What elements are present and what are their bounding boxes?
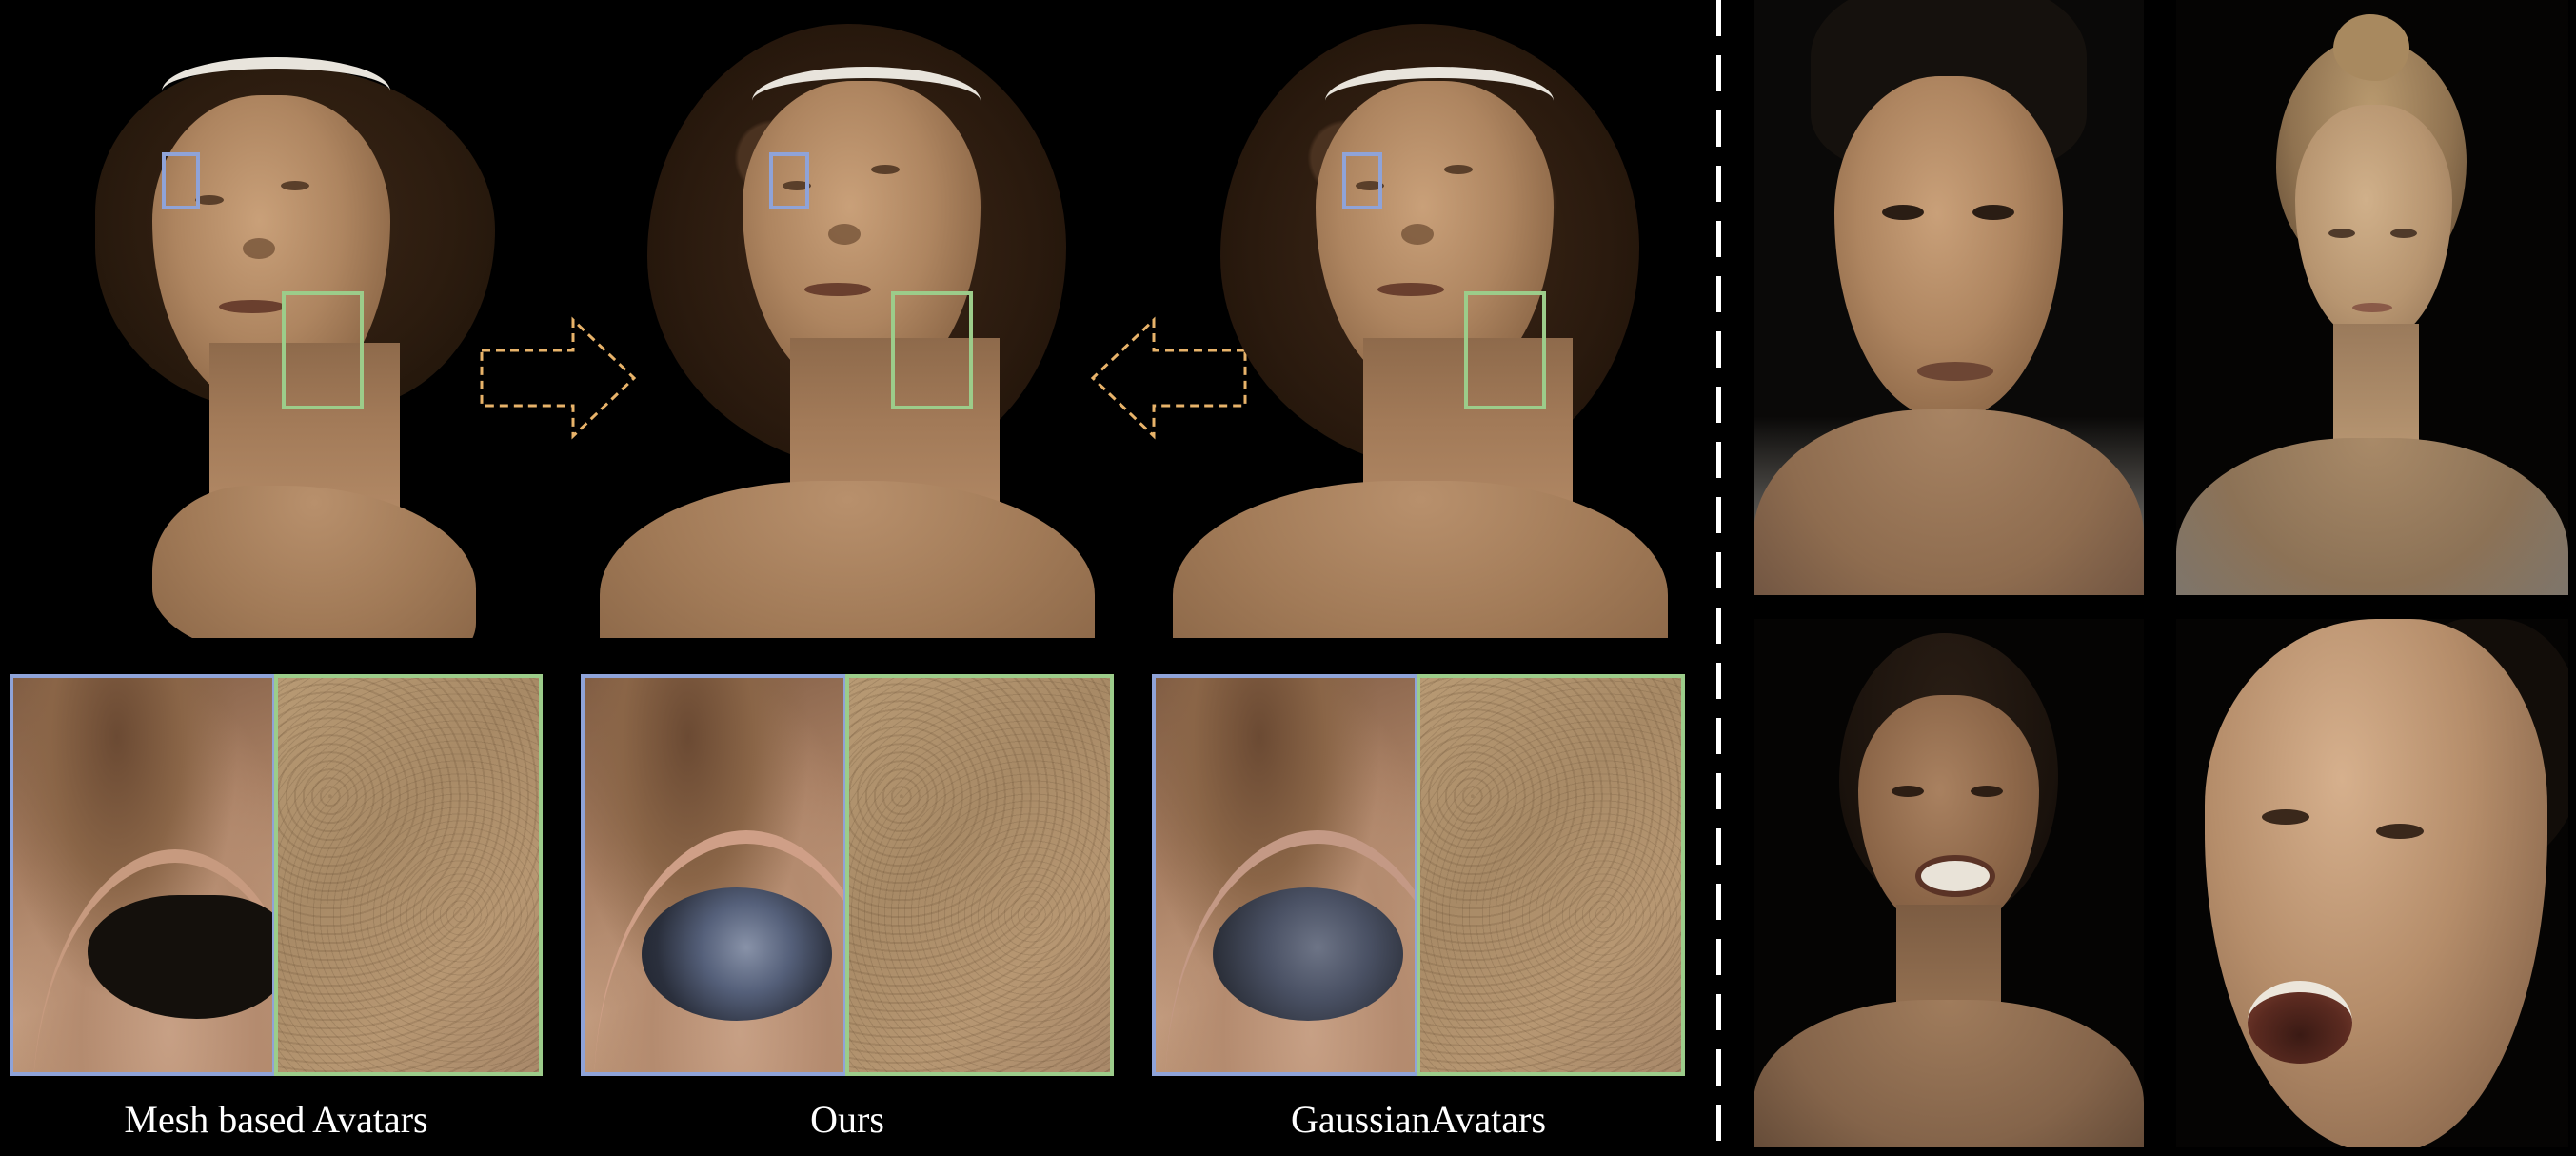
headband xyxy=(162,57,390,126)
gallery-portrait-3 xyxy=(1754,619,2144,1147)
dashed-divider xyxy=(1716,0,1721,1156)
mouth xyxy=(1377,283,1444,296)
shoulders xyxy=(600,481,1095,638)
caption-ours: Ours xyxy=(810,1098,884,1141)
ours-avatar-render xyxy=(600,24,1095,638)
caption-gaussian-avatars: GaussianAvatars xyxy=(1290,1098,1547,1141)
mouth xyxy=(804,283,871,296)
mesh-skin-crop xyxy=(274,674,543,1076)
gaussian-eye-crop xyxy=(1152,674,1418,1076)
ours-skin-crop xyxy=(845,674,1114,1076)
mesh-avatar-render xyxy=(76,29,514,638)
roi-box-neck xyxy=(282,291,364,409)
roi-box-neck xyxy=(891,291,973,409)
arrow-left-icon xyxy=(1087,316,1249,440)
roi-box-eye xyxy=(769,152,809,209)
mouth xyxy=(219,300,286,313)
mesh-eye-crop xyxy=(10,674,276,1076)
shoulders xyxy=(152,486,476,638)
roi-box-eye xyxy=(162,152,200,209)
headband xyxy=(752,67,981,135)
roi-box-eye xyxy=(1342,152,1382,209)
gallery-portrait-4 xyxy=(2176,619,2568,1147)
gaussian-avatar-render xyxy=(1173,24,1668,638)
gallery-portrait-2 xyxy=(2176,0,2568,595)
eye-iris xyxy=(1213,887,1403,1021)
roi-box-neck xyxy=(1464,291,1546,409)
headband xyxy=(1325,67,1554,135)
caption-mesh-based-avatars: Mesh based Avatars xyxy=(124,1098,428,1141)
shoulders xyxy=(1173,481,1668,638)
arrow-right-icon xyxy=(478,316,640,440)
gaussian-skin-crop xyxy=(1417,674,1685,1076)
gallery-portrait-1 xyxy=(1754,0,2144,595)
ours-eye-crop xyxy=(581,674,847,1076)
mesh-artifact xyxy=(88,895,272,1019)
eye-iris xyxy=(642,887,832,1021)
